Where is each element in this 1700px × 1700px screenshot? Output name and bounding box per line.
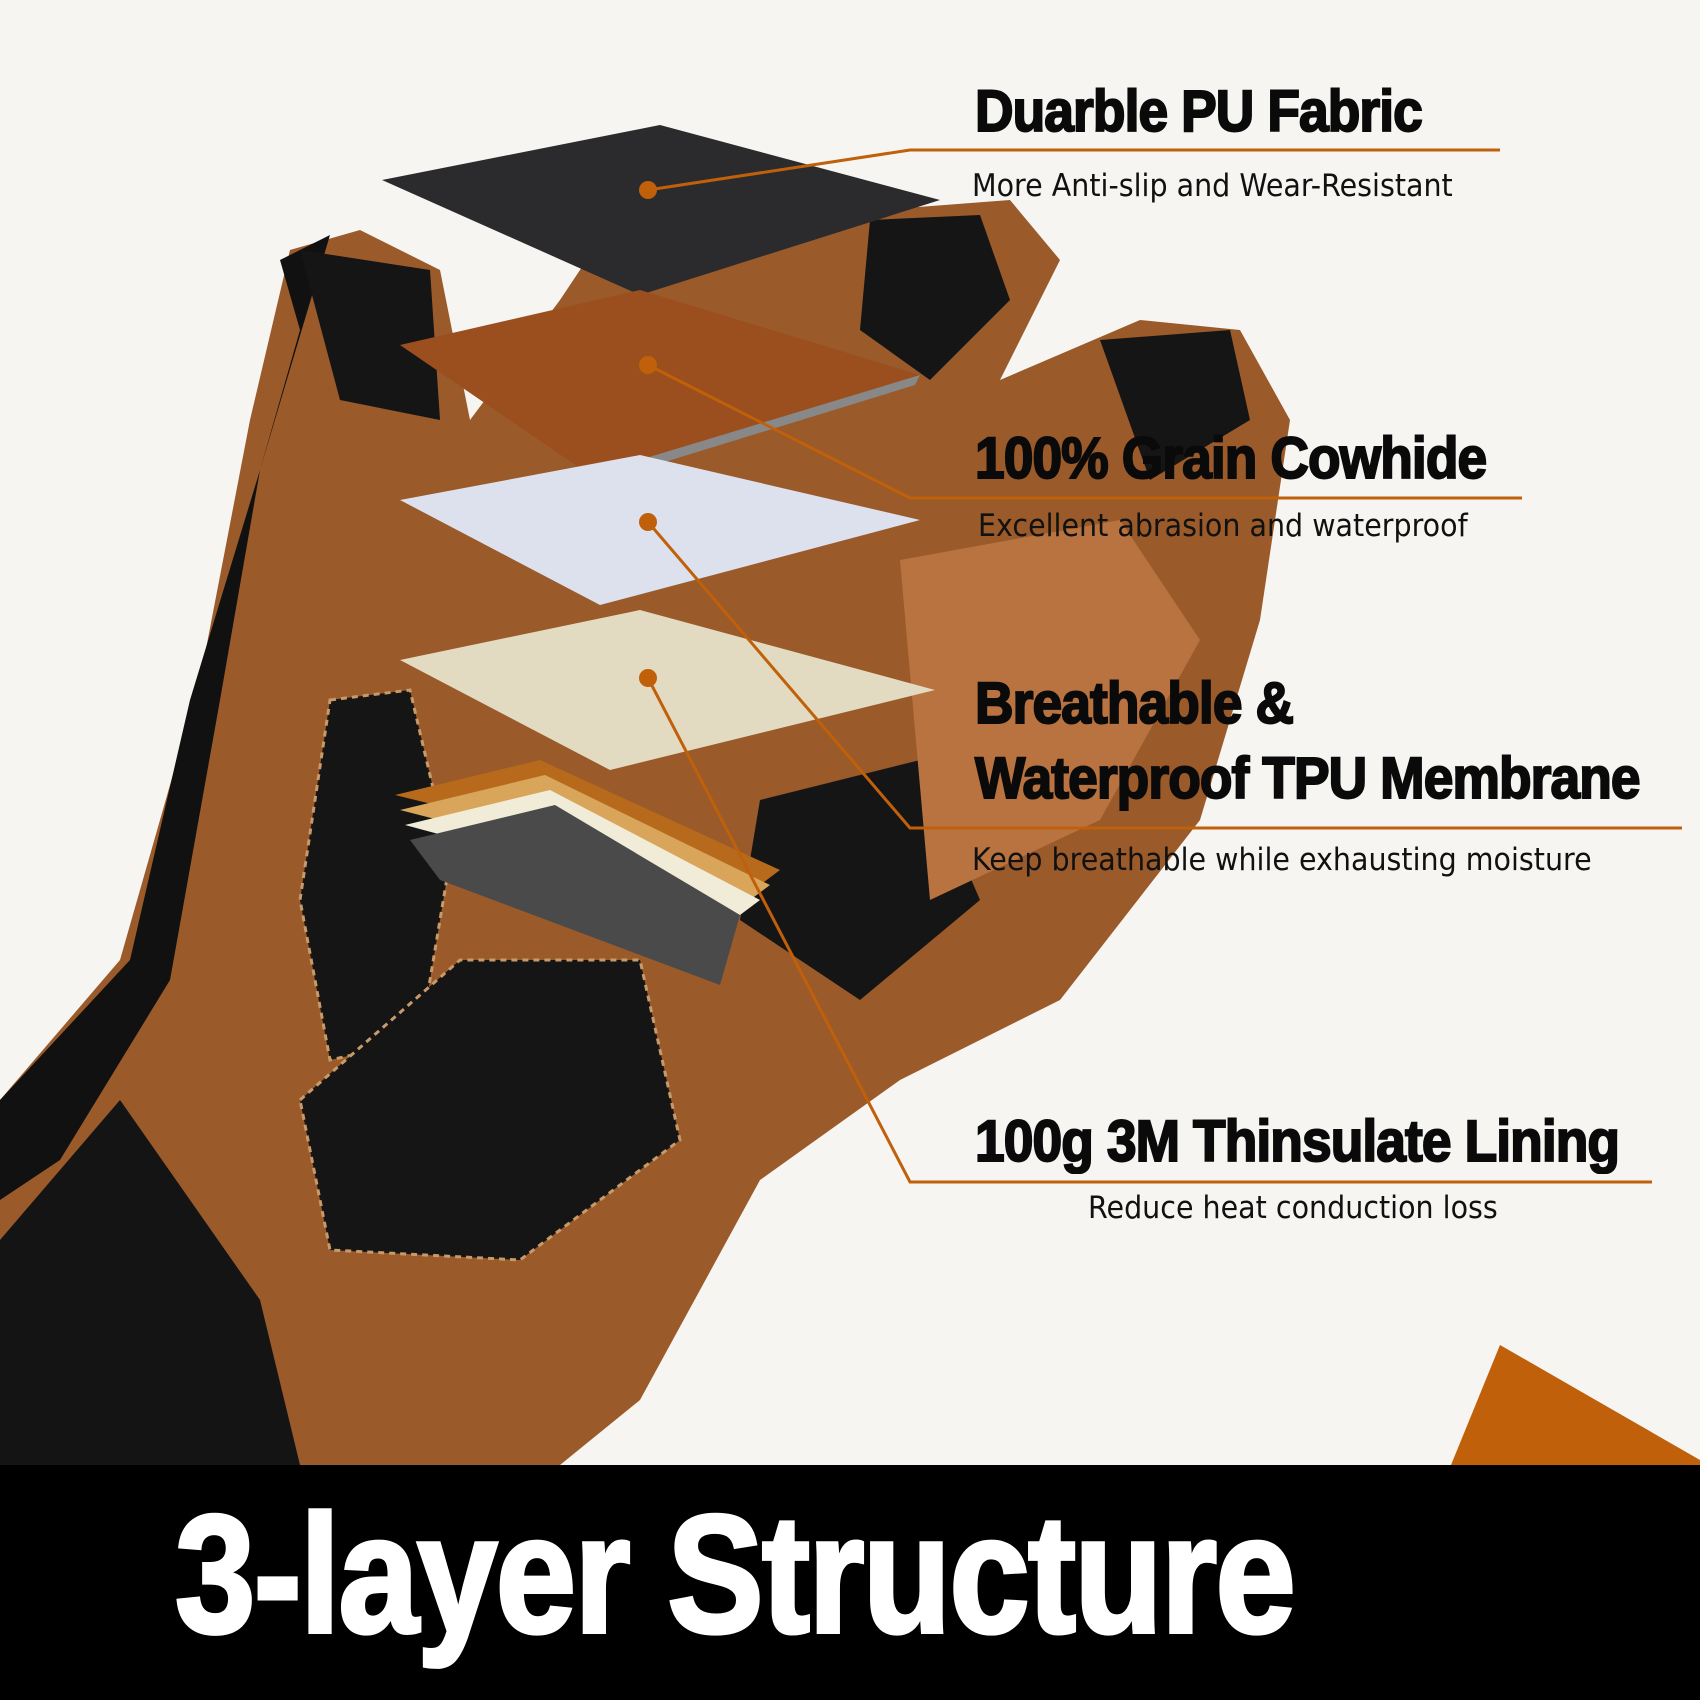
layer-cross-section	[395, 760, 780, 985]
tpu-membrane-layer	[400, 455, 920, 605]
layer-subtitle-pu-fabric: More Anti-slip and Wear-Resistant	[972, 168, 1453, 204]
layer-subtitle-cowhide: Excellent abrasion and waterproof	[978, 508, 1468, 544]
layer-title-cowhide: 100% Grain Cowhide	[974, 425, 1488, 492]
layer-title-tpu-line1: Breathable &	[974, 670, 1295, 737]
leader-dots	[639, 181, 657, 687]
layer-title-thinsulate: 100g 3M Thinsulate Lining	[974, 1108, 1621, 1175]
bottom-banner	[0, 1465, 1700, 1700]
banner-headline: 3-layer Structure	[173, 1478, 1297, 1670]
leader-lines	[646, 148, 1682, 1184]
cowhide-layer	[400, 290, 920, 475]
layer-subtitle-thinsulate: Reduce heat conduction loss	[1088, 1190, 1498, 1226]
layer-title-tpu-line2: Waterproof TPU Membrane	[974, 745, 1641, 812]
thinsulate-layer	[400, 610, 935, 770]
layer-subtitle-tpu: Keep breathable while exhausting moistur…	[972, 842, 1592, 878]
layer-title-pu-fabric: Duarble PU Fabric	[974, 78, 1424, 145]
